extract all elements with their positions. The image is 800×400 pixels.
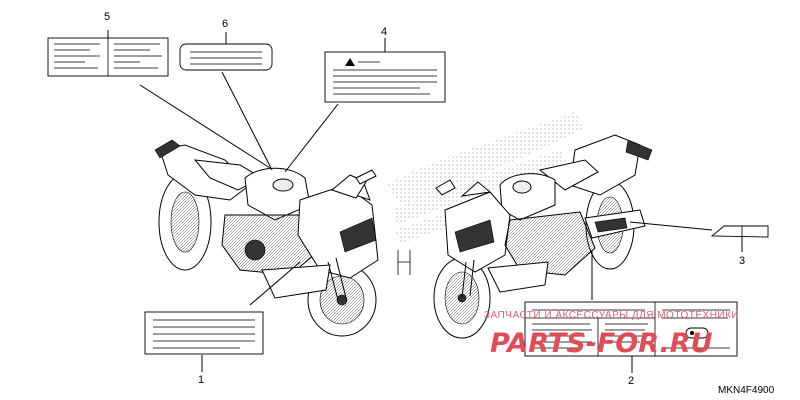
watermark-site: PARTS-FOR.RU <box>490 328 713 359</box>
diagram-code: MKN4F4900 <box>718 385 775 396</box>
leader-lines <box>107 30 743 373</box>
callout-3: 3 <box>739 255 745 267</box>
label-5-drawing <box>47 37 169 77</box>
label-1-drawing <box>144 311 264 355</box>
label-4-drawing <box>324 51 446 103</box>
callout-5: 5 <box>104 11 110 23</box>
motorcycle-right <box>433 134 653 339</box>
label-3-drawing <box>710 225 769 238</box>
label-2-drawing <box>524 301 738 357</box>
callout-4: 4 <box>381 26 387 38</box>
motorcycle-left <box>154 139 379 337</box>
callout-1: 1 <box>198 374 204 386</box>
label-6-drawing <box>179 43 273 71</box>
callout-2: 2 <box>628 375 634 387</box>
warning-triangle-icon <box>345 58 355 66</box>
key-icon <box>685 327 709 339</box>
callout-6: 6 <box>222 18 228 30</box>
watermark-tagline: ЗАПЧАСТИ И АКСЕССУАРЫ ДЛЯ МОТОТЕХНИКИ <box>484 310 739 321</box>
